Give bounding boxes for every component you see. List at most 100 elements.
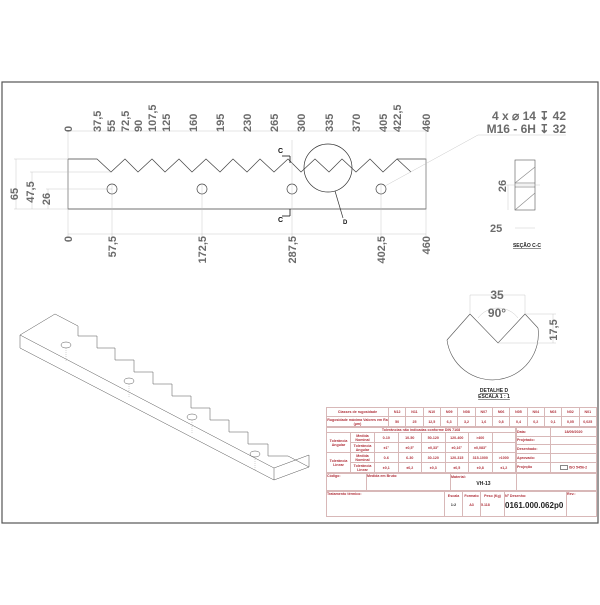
revision-label: Rev.: [566,491,597,517]
svg-text:47,5: 47,5 [25,181,37,202]
approval-table: Data:18/09/2020 Projetado: Desenhado: Ap… [516,427,597,474]
roughness-class: N07 [474,407,493,417]
projected-label: Projetado: [516,435,551,446]
section-c-c [505,159,540,229]
drawing-number-label: Nº Desenho: [505,494,527,498]
scale-label: Escala [447,494,460,498]
linear-nominal: 30-120 [421,452,446,464]
section-width-dim: 25 [490,223,502,235]
angular-tolerance: ±0,083° [468,442,493,454]
svg-text:265: 265 [269,114,281,132]
angular-nominal: 120-400 [444,432,469,444]
svg-text:160: 160 [188,114,200,132]
section-cut-markers [282,155,291,217]
roughness-classes-row: Classes de rugosidade N12 N11 N10 N09 N0… [326,407,598,417]
tolerance-table: Tolerâncias não indicadas conforme DIN 7… [326,426,516,473]
svg-text:0: 0 [63,126,75,132]
detail-d [446,294,556,381]
roughness-value: 0,025 [578,416,598,427]
roughness-table: Classes de rugosidade N12 N11 N10 N09 N0… [326,407,598,427]
section-label-bottom: C [278,217,283,224]
extension-lines [14,130,566,237]
roughness-class: N01 [578,407,598,417]
roughness-value: 25 [405,416,424,427]
roughness-value: 0,4 [509,416,528,427]
format-value: A3 [469,503,474,507]
roughness-class: N04 [526,407,545,417]
projection-icon [559,464,568,470]
svg-text:405: 405 [378,114,390,132]
angular-tolerance: ±0,5° [397,442,422,454]
svg-text:125: 125 [161,114,173,132]
roughness-values-row: Rugosidade máxima Valores em Ra (µm) 50 … [326,416,598,427]
linear-nominal: 6-30 [397,452,422,464]
linear-nominal: 315-1000 [468,452,493,464]
projection-symbol: ISO 5456-2 [550,461,597,474]
projection-label: Projeção [516,461,551,474]
left-dimensions: 65 47,5 26 [9,181,53,205]
svg-text:402,5: 402,5 [376,236,388,264]
roughness-class: N05 [509,407,528,417]
top-dimensions: 0 37,5 55 72,5 90 107,5 125 160 195 230 … [63,104,433,132]
detail-label: D [343,220,348,226]
svg-text:90: 90 [133,120,145,132]
format-label: Formato [464,494,479,498]
roughness-class: N08 [457,407,476,417]
bottom-dimensions: 0 57,5 172,5 287,5 402,5 460 [63,236,433,264]
svg-text:0: 0 [63,236,75,242]
title-block: Classes de rugosidade N12 N11 N10 N09 N0… [326,407,598,522]
weight-value: 5.118 [481,503,490,507]
iso-label: ISO 5456-2 [568,465,588,470]
detail-title: DETALHE D [480,388,509,394]
scale-value: 1:2 [450,503,457,507]
angular-nominal-label: Medida Nominal [350,432,375,444]
roughness-class: N11 [405,407,424,417]
roughness-class: N09 [439,407,459,417]
svg-text:65: 65 [9,188,21,200]
detail-scale: ESCALA 1 : 1 [478,394,510,400]
material-row: Código: Medida em Bruto: Material: VH-13 [326,473,597,491]
drawn-label: Desenhado: [516,444,551,454]
svg-text:107,5: 107,5 [147,104,159,132]
angular-tol-label: Tolerância Angular [350,442,375,454]
svg-text:26: 26 [41,193,53,205]
raw-size-label: Medida em Bruto: [366,473,451,491]
svg-text:460: 460 [421,236,433,254]
svg-text:335: 335 [324,114,336,132]
roughness-class: N06 [491,407,511,417]
material-value: VH-13 [476,481,491,487]
detail-angle-dim: 90° [488,306,506,320]
roughness-value: 0,8 [491,416,511,427]
linear-nominal: 120-315 [444,452,469,464]
svg-text:55: 55 [106,120,118,132]
svg-text:460: 460 [421,114,433,132]
section-title: SEÇÃO C-C [513,242,541,249]
detail-depth-dim: 17,5 [548,319,560,340]
roughness-class: N12 [387,407,407,417]
tolerance-title: Tolerâncias não indicadas conforme DIN 7… [326,426,516,434]
svg-text:37,5: 37,5 [92,111,104,132]
svg-text:300: 300 [296,114,308,132]
linear-nominal-label: Medida Nominal [350,452,375,464]
roughness-value: 0,05 [561,416,580,427]
linear-nominal: >1000 [491,452,516,464]
approved-label: Aprovado: [516,452,551,463]
angular-nominal: >400 [468,432,493,444]
code-label: Código: [326,473,367,491]
heat-treatment-label: Tratamento térmico: [326,491,445,517]
linear-tolerance: ±0,8 [468,462,493,473]
svg-text:57,5: 57,5 [107,236,119,257]
section-label-top: C [278,148,283,155]
roughness-value: 1,6 [474,416,493,427]
material-label: Material: [451,475,466,479]
linear-nominal: 0-6 [374,452,399,464]
svg-text:422,5: 422,5 [392,104,404,132]
hole-note-line1: 4 x ⌀ 14 ↧ 42 [492,109,566,123]
roughness-value: 0,2 [526,416,545,427]
detail-width-dim: 35 [490,288,504,302]
roughness-class: N02 [561,407,580,417]
angular-tolerance: ±0,16° [444,442,469,454]
isometric-view [19,313,310,481]
